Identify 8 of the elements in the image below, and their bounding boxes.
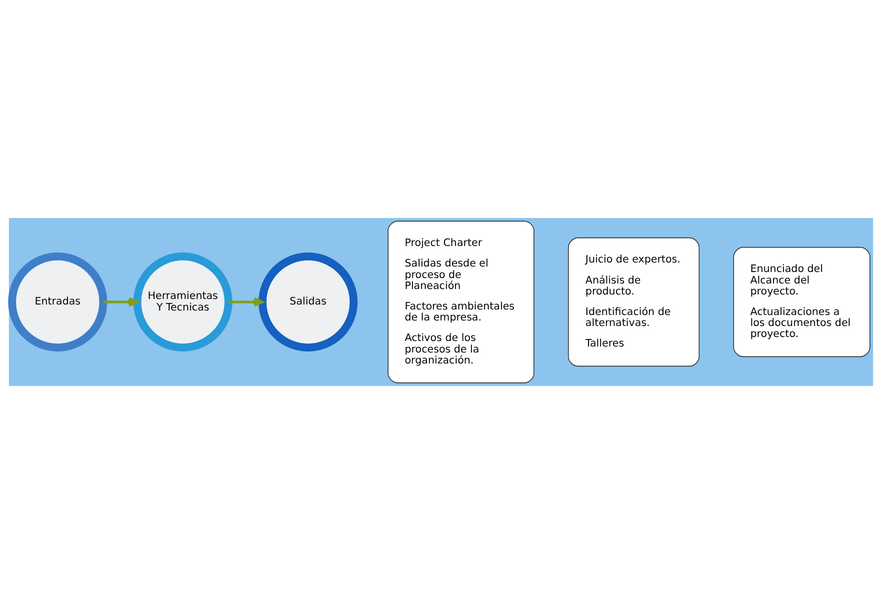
- arrow: [228, 296, 264, 306]
- node-box: Enunciado del Alcance del proyecto. Actualizaciones a los documentos del proyecto.: [733, 246, 870, 357]
- node-circle: Entradas: [8, 252, 108, 352]
- arrow: [103, 296, 138, 306]
- node-circle: Herramientas Y Tecnicas: [133, 252, 232, 352]
- node-circle: Salidas: [258, 252, 358, 352]
- node-box: Project Charter Salidas desde el proceso de Planeación Factores ambientales de la empresa. Activos de los procesos de la organización.: [388, 220, 534, 383]
- node-box: Juicio de expertos. Análisis de producto. Identificación de alternativas. Talleres: [568, 236, 700, 366]
